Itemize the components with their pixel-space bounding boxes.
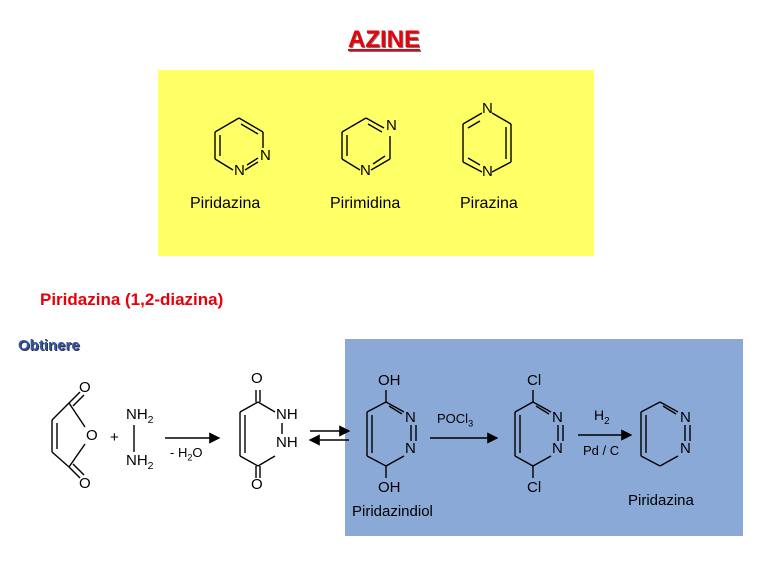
atom-oh: OH bbox=[378, 372, 401, 389]
maleic-anhydride bbox=[51, 391, 86, 479]
maleic-hydrazide bbox=[239, 390, 283, 478]
reagent-h2: H2 bbox=[594, 407, 610, 427]
atom-cl: Cl bbox=[527, 372, 542, 389]
atom-o: O bbox=[251, 476, 263, 493]
azine-name-pirimidina: Pirimidina bbox=[330, 195, 401, 212]
atom-cl: Cl bbox=[527, 479, 542, 496]
equilibrium-arrows bbox=[308, 425, 351, 446]
atom-n: N bbox=[386, 117, 397, 134]
pyrimidine-ring bbox=[341, 117, 391, 171]
atom-n: N bbox=[405, 440, 416, 457]
catalyst-label: Pd / C bbox=[583, 443, 620, 458]
atom-n: N bbox=[552, 409, 563, 426]
obtinere-label: Obtinere bbox=[18, 337, 80, 354]
product-name: Piridazina bbox=[628, 492, 694, 509]
azine-name-pirazina: Pirazina bbox=[460, 195, 518, 212]
atom-o: O bbox=[251, 370, 263, 387]
atom-nh2: NH2 bbox=[126, 406, 154, 426]
section-title: Piridazina (1,2-diazina) bbox=[40, 290, 224, 309]
atom-n: N bbox=[482, 163, 493, 180]
atom-n: N bbox=[405, 409, 416, 426]
atom-o: O bbox=[79, 475, 91, 492]
atom-nh: NH bbox=[276, 434, 298, 451]
atom-o: O bbox=[86, 427, 98, 444]
dichloropyridazine-ring bbox=[514, 390, 564, 478]
atom-n: N bbox=[680, 409, 691, 426]
atom-n: N bbox=[360, 162, 371, 179]
plus-sign: + bbox=[110, 429, 119, 446]
pyridazinediol-ring bbox=[366, 390, 417, 478]
reagent-pocl3: POCl3 bbox=[437, 411, 474, 429]
page-title: AZINE bbox=[348, 26, 420, 53]
atom-o: O bbox=[79, 379, 91, 396]
atom-n: N bbox=[680, 440, 691, 457]
atom-n: N bbox=[260, 147, 271, 164]
atom-oh: OH bbox=[378, 479, 401, 496]
intermediate-name: Piridazindiol bbox=[352, 503, 433, 520]
atom-n: N bbox=[552, 440, 563, 457]
azine-name-piridazina: Piridazina bbox=[190, 195, 261, 212]
atom-nh2: NH2 bbox=[126, 452, 154, 472]
pyrazine-ring bbox=[462, 112, 512, 173]
product-pyridazine-ring bbox=[640, 401, 691, 467]
atom-n: N bbox=[482, 100, 493, 117]
water-loss-label: - H2O bbox=[170, 445, 203, 463]
atom-nh: NH bbox=[276, 406, 298, 423]
pyridazine-ring bbox=[214, 117, 264, 171]
atom-n: N bbox=[234, 162, 245, 179]
azine-panel bbox=[158, 70, 594, 256]
